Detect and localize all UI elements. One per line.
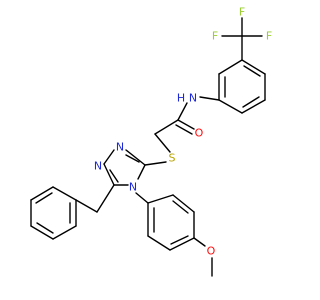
bonds bbox=[30, 17, 266, 277]
atom-h-amide: H bbox=[177, 92, 185, 105]
atom-n-ring-bottom: N bbox=[129, 181, 137, 194]
bond-mp-o bbox=[193, 237, 206, 247]
bond-triazole-n1-c5-double bbox=[109, 169, 119, 183]
bond-aryl-double-b bbox=[242, 96, 260, 108]
bond-bz-1-2 bbox=[52, 186, 77, 201]
bond-mp-2-3 bbox=[172, 194, 195, 213]
bond-carbonyl-ch2 bbox=[154, 119, 179, 135]
atom-n-ring-top-left: N bbox=[94, 160, 102, 173]
bond-bz-double-a bbox=[35, 192, 53, 204]
atom-labels: F F F H N O S N N N O bbox=[94, 6, 272, 258]
atom-f-right: F bbox=[266, 30, 272, 43]
atom-f-left: F bbox=[212, 30, 218, 43]
bond-aryl-6-1 bbox=[218, 59, 243, 75]
bond-aryl-4-5 bbox=[218, 99, 243, 114]
bond-aryl-nh bbox=[199, 96, 220, 101]
bond-bz-4-5 bbox=[30, 225, 54, 240]
bond-triazole-c3-n2-double bbox=[125, 154, 140, 163]
bond-s-triazole bbox=[144, 161, 167, 166]
molecule-structure: F F F H N O S N N N O bbox=[30, 6, 272, 277]
bond-bz-5-6 bbox=[52, 225, 77, 240]
bond-triazole-n4-c3 bbox=[137, 164, 146, 180]
bond-bz-2-3 bbox=[30, 186, 54, 201]
bond-aryl-1-2 bbox=[241, 59, 266, 75]
atom-o-methoxy: O bbox=[207, 245, 216, 258]
atom-n-ring-top-right: N bbox=[116, 141, 124, 154]
atom-n-amide: N bbox=[189, 92, 197, 105]
bond-aryl-double-a bbox=[243, 65, 261, 77]
bond-mp-double-b bbox=[170, 235, 189, 245]
atom-o-carbonyl: O bbox=[195, 127, 204, 140]
atom-f-top: F bbox=[239, 6, 245, 19]
bond-benzyl-ch2-ring bbox=[75, 199, 98, 213]
bond-mp-1-2 bbox=[147, 194, 174, 204]
bond-aryl-3-4 bbox=[241, 99, 266, 114]
bond-triazole-c3-n2 bbox=[125, 149, 146, 166]
bond-n4-aryl2 bbox=[135, 192, 149, 204]
bond-carbonyl-o-2 bbox=[175, 124, 193, 135]
atom-s-thioether: S bbox=[169, 152, 176, 165]
bond-mp-5-6 bbox=[147, 235, 171, 251]
bond-triazole-n2-n1 bbox=[103, 149, 115, 165]
bond-ch2-s bbox=[154, 133, 171, 153]
bond-carbonyl-o-1 bbox=[177, 119, 195, 130]
bond-triazole-benzyl-ch2 bbox=[96, 184, 115, 213]
bond-mp-double-a bbox=[172, 200, 189, 214]
bond-triazole-n1-c5 bbox=[103, 163, 115, 186]
bond-nh-carbonyl bbox=[177, 102, 188, 121]
bond-bz-double-b bbox=[36, 222, 54, 234]
bond-mp-4-5 bbox=[169, 237, 195, 251]
